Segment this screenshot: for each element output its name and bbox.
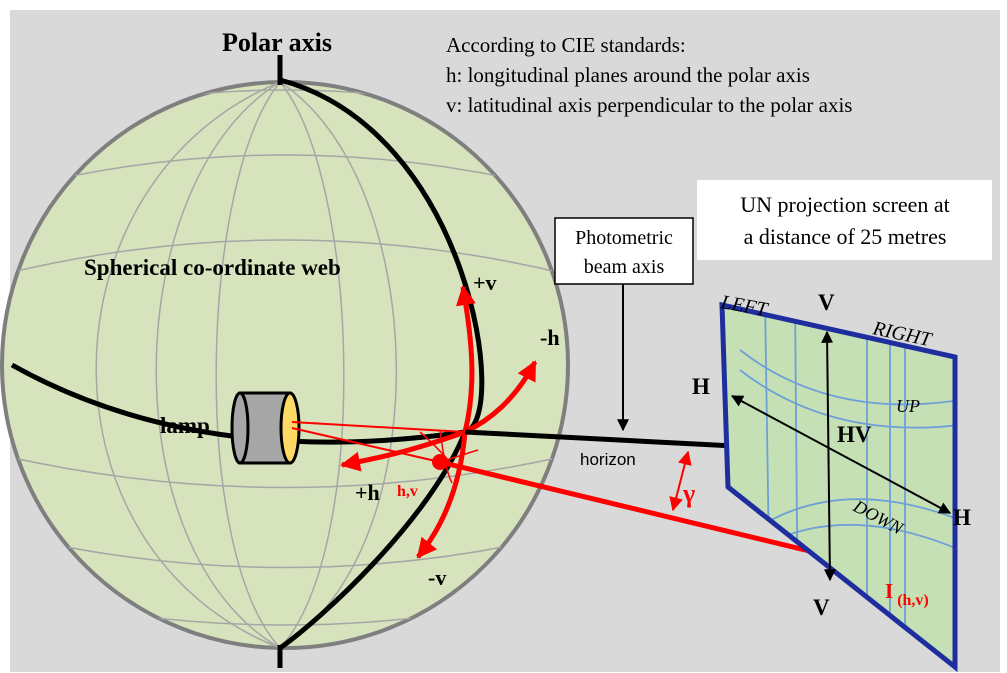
screen-hv-label: HV xyxy=(837,422,872,447)
minus-h-arrow xyxy=(463,360,538,435)
lamp-ray-hv xyxy=(291,427,441,463)
polar-axis-title: Polar axis xyxy=(222,28,332,57)
beam-axis-box xyxy=(554,217,694,285)
screen-v-bottom-label: V xyxy=(813,595,830,620)
screen-v-top-label: V xyxy=(818,290,835,315)
screen-h-left-label: H xyxy=(692,374,710,399)
lamp xyxy=(230,391,301,465)
plus-v-arrow xyxy=(456,285,476,433)
lamp-back xyxy=(230,391,250,465)
lamp-ray-horizon xyxy=(291,421,466,433)
minus-v-label: -v xyxy=(428,565,446,590)
latitude-line xyxy=(9,154,561,191)
equator-line xyxy=(10,362,466,445)
plus-v-label: +v xyxy=(473,270,497,295)
standards-v-definition: v: latitudinal axis perpendicular to the… xyxy=(446,93,852,117)
intensity-label: I(h,v) xyxy=(885,579,929,609)
screen-h-axis xyxy=(730,395,952,514)
horizon-label: horizon xyxy=(580,450,636,469)
intensity-subscript: (h,v) xyxy=(897,592,929,609)
longitude-line xyxy=(279,82,397,648)
screen-h-right-label: H xyxy=(953,505,971,530)
longitude-line xyxy=(279,82,345,648)
screen-info-line1: UN projection screen at xyxy=(740,192,950,217)
hv-point-label: h,v xyxy=(397,483,418,500)
beam-axis-line2: beam axis xyxy=(584,256,665,278)
screen-border xyxy=(719,301,958,673)
screen-up-label: UP xyxy=(896,396,920,416)
sphere-label: Spherical co-ordinate web xyxy=(84,255,341,280)
minus-h-label: -h xyxy=(540,325,560,350)
plus-h-arrow xyxy=(340,429,466,472)
meridian-line xyxy=(278,77,485,651)
lamp-lens xyxy=(279,391,301,465)
longitude-line xyxy=(215,82,281,648)
minus-v-arrow xyxy=(416,431,468,559)
screen-info-line2: a distance of 25 metres xyxy=(744,224,947,249)
latitude-line xyxy=(2,454,568,489)
longitude-line xyxy=(95,82,281,648)
intensity-symbol: I xyxy=(885,579,893,603)
gamma-arrow xyxy=(669,450,692,512)
latitude-line xyxy=(2,239,568,276)
standards-h-definition: h: longitudinal planes around the polar … xyxy=(446,63,810,87)
beam-axis-line1: Photometric xyxy=(575,227,673,249)
longitude-line xyxy=(155,82,281,648)
lamp-label: lamp xyxy=(160,413,210,438)
gamma-label: γ xyxy=(682,479,695,508)
projection-screen xyxy=(719,301,958,673)
screen-info-box xyxy=(697,180,992,260)
plus-h-label: +h xyxy=(355,480,380,505)
standards-heading: According to CIE standards: xyxy=(446,33,686,57)
latitude-line xyxy=(9,534,561,569)
